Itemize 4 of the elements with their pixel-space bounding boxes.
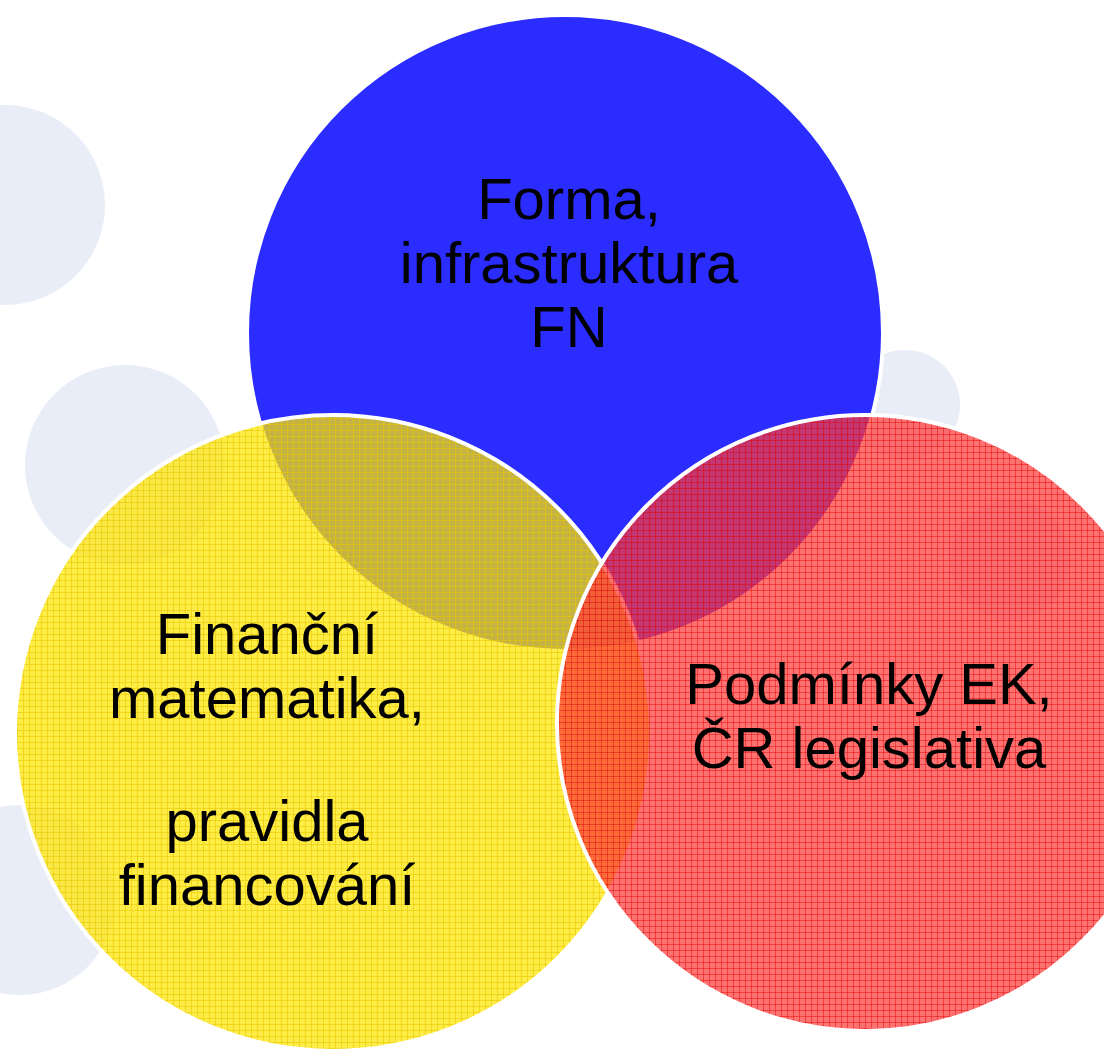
circle-label: pravidla financování — [117, 789, 417, 917]
circle-label: Finanční matematika, — [108, 602, 426, 730]
circle-label: Podmínky EK, ČR legislativa — [684, 652, 1054, 780]
circle-label: Forma, infrastruktura FN — [398, 167, 740, 359]
